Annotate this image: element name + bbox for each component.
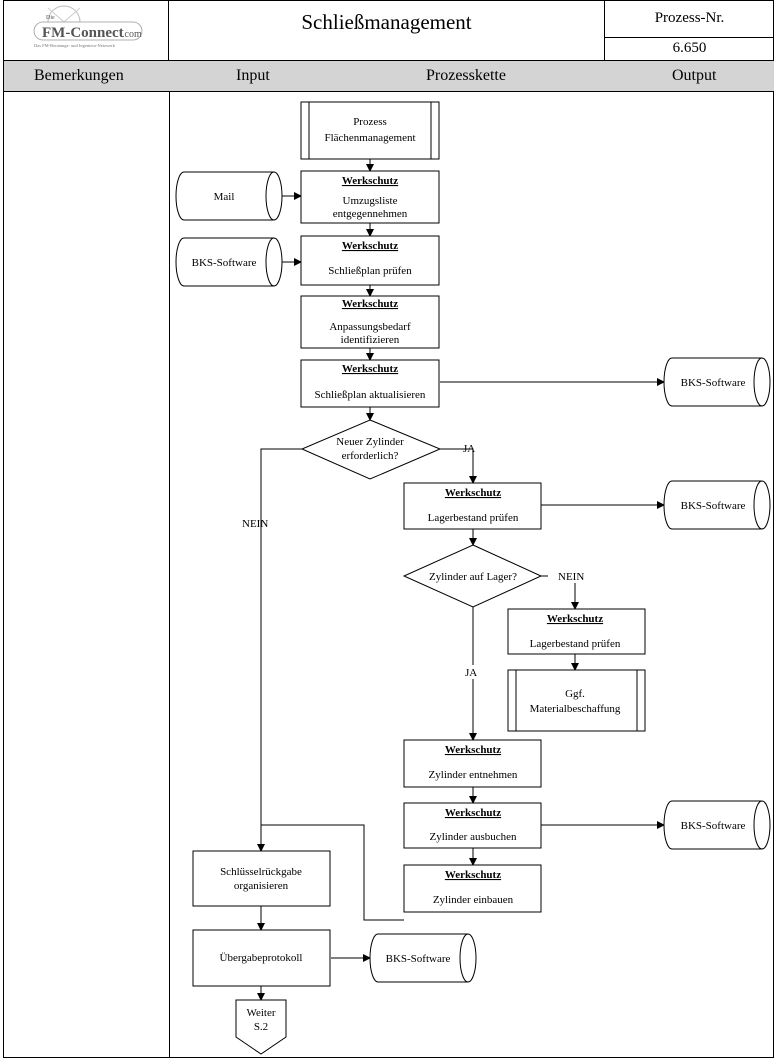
logo-top: Die xyxy=(46,15,55,21)
logo-suffix: .com xyxy=(122,29,142,40)
logo-tagline: Das FM-Beratungs- und Ingenieur-Netzwerk xyxy=(34,43,116,48)
step-anpassungsbedarf-line2: identifizieren xyxy=(341,334,400,346)
process-materialbeschaffung-line1: Ggf. xyxy=(565,688,585,700)
step-lagerbestand-pruefen-1-role: Werkschutz xyxy=(445,487,501,499)
output-bks-software-1: BKS-Software xyxy=(663,357,771,407)
output-bks-software-1-label: BKS-Software xyxy=(681,377,746,389)
decision-neuer-zylinder-line2: erforderlich? xyxy=(342,450,399,462)
step-schliessplan-aktualisieren: Werkschutz Schließplan aktualisieren xyxy=(300,359,440,408)
process-materialbeschaffung: Ggf. Materialbeschaffung xyxy=(507,669,646,732)
offpage-connector-line2: S.2 xyxy=(254,1021,268,1033)
decision-neuer-zylinder-line1: Neuer Zylinder xyxy=(336,436,404,448)
label-nein-2: NEIN xyxy=(558,571,584,583)
input-bks-software-label: BKS-Software xyxy=(192,257,257,269)
step-zylinder-ausbuchen-role: Werkschutz xyxy=(445,807,501,819)
connectors xyxy=(257,159,665,1001)
process-flaechenmanagement-line1: Prozess xyxy=(353,116,387,128)
page-frame xyxy=(3,0,774,1058)
step-uebergabeprotokoll: Übergabeprotokoll xyxy=(192,929,331,987)
decision-zylinder-auf-lager: Zylinder auf Lager? xyxy=(402,544,543,608)
logo: FM-Connect .com Die Das FM-Beratungs- un… xyxy=(4,0,169,61)
step-anpassungsbedarf-role: Werkschutz xyxy=(342,298,398,310)
column-header-bar xyxy=(4,61,774,92)
step-lagerbestand-pruefen-1: Werkschutz Lagerbestand prüfen xyxy=(403,482,542,530)
input-bks-software: BKS-Software xyxy=(175,237,283,287)
step-schliessplan-aktualisieren-text: Schließplan aktualisieren xyxy=(315,389,426,401)
step-uebergabeprotokoll-text: Übergabeprotokoll xyxy=(220,952,303,964)
offpage-connector: Weiter S.2 xyxy=(235,999,287,1055)
step-zylinder-entnehmen: Werkschutz Zylinder entnehmen xyxy=(403,739,542,788)
step-umzugsliste: Werkschutz Umzugsliste entgegennehmen xyxy=(300,170,440,224)
step-zylinder-entnehmen-role: Werkschutz xyxy=(445,744,501,756)
output-bks-software-4-label: BKS-Software xyxy=(386,953,451,965)
step-zylinder-ausbuchen-text: Zylinder ausbuchen xyxy=(429,831,517,843)
step-lagerbestand-pruefen-1-text: Lagerbestand prüfen xyxy=(428,512,519,524)
offpage-connector-line1: Weiter xyxy=(246,1007,275,1019)
output-bks-software-3: BKS-Software xyxy=(663,800,771,850)
step-schliessplan-pruefen: Werkschutz Schließplan prüfen xyxy=(300,235,440,286)
step-zylinder-einbauen-text: Zylinder einbauen xyxy=(433,894,514,906)
step-schliessplan-pruefen-role: Werkschutz xyxy=(342,240,398,252)
step-zylinder-ausbuchen: Werkschutz Zylinder ausbuchen xyxy=(403,802,542,849)
column-header-prozesskette: Prozesskette xyxy=(426,67,506,84)
label-ja-2: JA xyxy=(465,667,477,679)
page-title: Schließmanagement xyxy=(169,0,605,61)
step-umzugsliste-line1: Umzugsliste xyxy=(343,195,398,207)
label-ja-1: JA xyxy=(463,443,475,455)
column-header-output: Output xyxy=(672,67,717,84)
process-number-value: 6.650 xyxy=(605,38,774,61)
step-schluesselrueckgabe: Schlüsselrückgabe organisieren xyxy=(192,850,331,907)
step-umzugsliste-role: Werkschutz xyxy=(342,175,398,187)
step-schliessplan-pruefen-text: Schließplan prüfen xyxy=(328,265,412,277)
column-header-input: Input xyxy=(236,67,270,84)
step-zylinder-entnehmen-text: Zylinder entnehmen xyxy=(429,769,518,781)
step-schluesselrueckgabe-line1: Schlüsselrückgabe xyxy=(220,866,302,878)
logo-graphic: FM-Connect .com Die Das FM-Beratungs- un… xyxy=(33,5,143,48)
process-number-label: Prozess-Nr. xyxy=(605,0,774,38)
input-mail-label: Mail xyxy=(214,191,235,203)
step-schluesselrueckgabe-line2: organisieren xyxy=(234,880,289,892)
decision-neuer-zylinder: Neuer Zylinder erforderlich? xyxy=(300,419,442,480)
process-flaechenmanagement: Prozess Flächenmanagement xyxy=(300,101,440,160)
step-zylinder-einbauen: Werkschutz Zylinder einbauen xyxy=(403,864,542,913)
column-header-bemerkungen: Bemerkungen xyxy=(34,67,124,84)
output-bks-software-2-label: BKS-Software xyxy=(681,500,746,512)
label-nein-2-bg xyxy=(548,570,590,583)
label-nein-1: NEIN xyxy=(242,518,268,530)
step-schliessplan-aktualisieren-role: Werkschutz xyxy=(342,363,398,375)
decision-zylinder-auf-lager-text: Zylinder auf Lager? xyxy=(429,571,517,583)
step-anpassungsbedarf-line1: Anpassungsbedarf xyxy=(329,321,411,333)
step-lagerbestand-pruefen-2: Werkschutz Lagerbestand prüfen xyxy=(507,608,646,655)
step-anpassungsbedarf: Werkschutz Anpassungsbedarf identifizier… xyxy=(300,295,440,349)
output-bks-software-3-label: BKS-Software xyxy=(681,820,746,832)
process-flaechenmanagement-line2: Flächenmanagement xyxy=(324,132,415,144)
output-bks-software-4: BKS-Software xyxy=(369,933,477,983)
step-zylinder-einbauen-role: Werkschutz xyxy=(445,869,501,881)
step-lagerbestand-pruefen-2-text: Lagerbestand prüfen xyxy=(530,638,621,650)
step-umzugsliste-line2: entgegennehmen xyxy=(333,208,408,220)
output-bks-software-2: BKS-Software xyxy=(663,480,771,530)
label-ja-2-bg xyxy=(464,665,484,679)
step-lagerbestand-pruefen-2-role: Werkschutz xyxy=(547,613,603,625)
process-materialbeschaffung-line2: Materialbeschaffung xyxy=(530,703,621,715)
logo-brand: FM-Connect xyxy=(42,25,124,41)
input-mail: Mail xyxy=(175,171,283,221)
column-divider xyxy=(169,92,170,1058)
